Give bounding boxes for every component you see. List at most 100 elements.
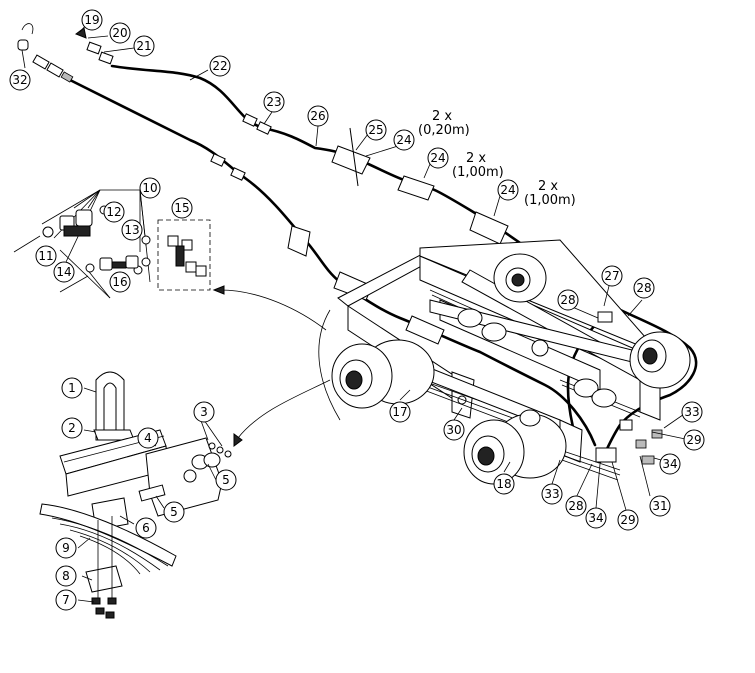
callout-25: 25: [365, 119, 387, 141]
callout-29b: 29: [617, 509, 639, 531]
callout-30: 30: [443, 419, 465, 441]
callout-16: 16: [109, 271, 131, 293]
svg-text:2: 2: [68, 421, 76, 435]
svg-text:24: 24: [396, 133, 411, 147]
svg-text:28: 28: [568, 499, 583, 513]
callout-28b: 28: [633, 277, 655, 299]
note-2-length: (1,00m): [452, 165, 504, 180]
note-1-qty: 2 x: [432, 109, 452, 124]
callout-33a: 33: [541, 483, 563, 505]
sleeve: [331, 145, 371, 175]
sleeve: [405, 315, 445, 345]
coupling-nut: [256, 121, 272, 135]
valve-cone: [74, 27, 87, 39]
callout-7: 7: [55, 589, 77, 611]
dust-cap-chain: [21, 23, 34, 35]
equalizer-hole: [183, 469, 197, 483]
callout-2: 2: [61, 417, 83, 439]
length-notes: 2 x (0,20m) 2 x (1,00m) 2 x (1,00m): [418, 109, 576, 208]
hose-right-loop: [598, 303, 698, 464]
svg-text:33: 33: [544, 487, 559, 501]
callout-14: 14: [53, 261, 75, 283]
u-bolt: [95, 371, 125, 441]
svg-text:5: 5: [170, 505, 178, 519]
arrowhead: [233, 433, 243, 447]
detail-pivot-part: [185, 261, 197, 273]
detail-outline-arc: [318, 309, 341, 421]
hose-fitting: [60, 71, 74, 83]
washer: [141, 257, 151, 267]
callout-6: 6: [135, 517, 157, 539]
svg-text:33: 33: [684, 405, 699, 419]
sleeve: [287, 225, 311, 257]
washer: [216, 446, 224, 454]
callout-28a: 28: [557, 289, 579, 311]
bottom-plate: [85, 565, 123, 593]
detail-pivot-part: [175, 245, 185, 267]
brake-drum-rear-right: [629, 331, 691, 389]
callout-13: 13: [121, 219, 143, 241]
svg-text:26: 26: [310, 109, 325, 123]
pin: [138, 484, 166, 502]
leaf-spring-pack: [39, 503, 177, 575]
svg-text:12: 12: [106, 205, 121, 219]
dust-cap: [17, 39, 29, 51]
nut: [95, 607, 105, 615]
callout-34a: 34: [585, 507, 607, 529]
valve-block: [619, 419, 633, 431]
coupling-head: [46, 62, 64, 78]
svg-text:5: 5: [222, 473, 230, 487]
washer: [42, 226, 54, 238]
fitting: [641, 455, 655, 465]
fittings-top-left: [17, 23, 272, 181]
link-bush: [99, 257, 113, 271]
svg-text:30: 30: [446, 423, 461, 437]
cable-tie: [349, 127, 359, 187]
callout-15: 15: [171, 197, 193, 219]
callout-20: 20: [109, 22, 131, 44]
callout-22: 22: [209, 55, 231, 77]
svg-text:29: 29: [686, 433, 701, 447]
detail-pivot-part: [167, 235, 179, 247]
svg-text:4: 4: [144, 431, 152, 445]
svg-text:11: 11: [38, 249, 53, 263]
coupling-nut: [98, 51, 114, 65]
callout-24a: 24: [393, 129, 415, 151]
svg-text:18: 18: [496, 477, 511, 491]
washer: [141, 235, 151, 245]
callout-29a: 29: [683, 429, 705, 451]
svg-text:24: 24: [430, 151, 445, 165]
callout-28c: 28: [565, 495, 587, 517]
svg-text:23: 23: [266, 95, 281, 109]
bolt: [13, 235, 41, 253]
svg-text:3: 3: [200, 405, 208, 419]
arrow-to-detail-15: [219, 289, 327, 331]
svg-text:6: 6: [142, 521, 150, 535]
svg-text:17: 17: [392, 405, 407, 419]
callout-12: 12: [103, 201, 125, 223]
svg-text:32: 32: [12, 73, 27, 87]
callout-34b: 34: [659, 453, 681, 475]
svg-text:19: 19: [84, 13, 99, 27]
svg-text:29: 29: [620, 513, 635, 527]
coupling-nut: [210, 153, 226, 167]
svg-text:25: 25: [368, 123, 383, 137]
callout-32: 32: [9, 69, 31, 91]
bolt: [59, 275, 89, 293]
arrow-to-detail-spring: [237, 379, 331, 439]
svg-text:28: 28: [636, 281, 651, 295]
callout-4: 4: [137, 427, 159, 449]
svg-text:22: 22: [212, 59, 227, 73]
brake-chambers: [457, 308, 617, 427]
washer: [85, 263, 95, 273]
callout-8: 8: [55, 565, 77, 587]
callout-19: 19: [81, 9, 103, 31]
svg-text:34: 34: [662, 457, 677, 471]
brake-drum-front-left: [331, 339, 435, 409]
detail-pivot-part: [195, 265, 207, 277]
washer: [208, 442, 216, 450]
coupling-nut: [230, 167, 246, 181]
callout-18: 18: [493, 473, 515, 495]
callout-5a: 5: [215, 469, 237, 491]
